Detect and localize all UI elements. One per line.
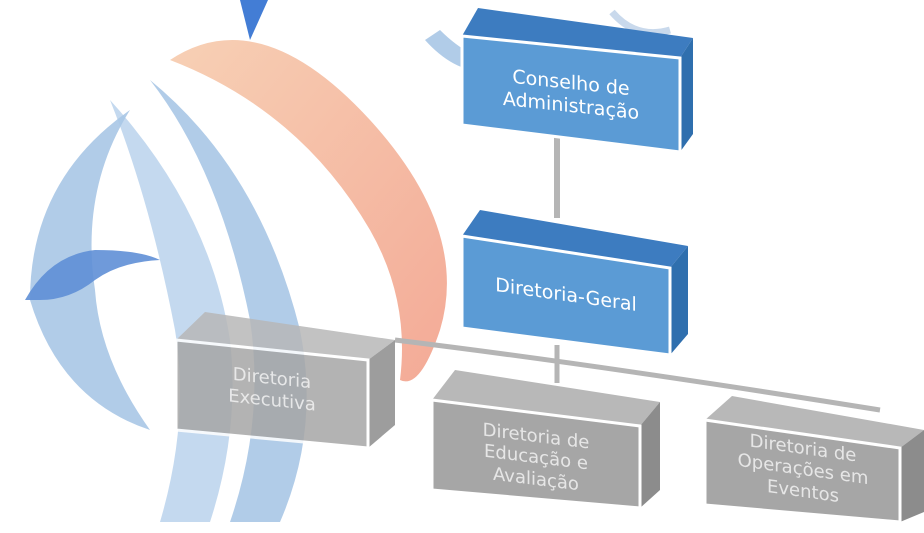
watermark-circle-arc	[609, 9, 671, 37]
box-diretoria-geral	[460, 210, 688, 357]
box-diretoria-operacoes	[703, 396, 924, 522]
org-chart-shapes	[174, 8, 924, 522]
org-chart: Conselho de Administração Diretoria-Gera…	[25, 0, 924, 522]
connector-horizontal-bus	[394, 337, 881, 413]
box-diretoria-executiva	[174, 312, 395, 450]
box-conselho	[460, 8, 693, 154]
label-diretoria-executiva: Diretoria Executiva	[228, 364, 316, 416]
watermark-bird-head	[25, 250, 160, 300]
watermark-accent-arc	[425, 30, 520, 72]
box-diretoria-educacao	[430, 370, 660, 510]
watermark-orange-swoosh	[170, 40, 447, 382]
watermark-accent-top	[240, 0, 268, 40]
